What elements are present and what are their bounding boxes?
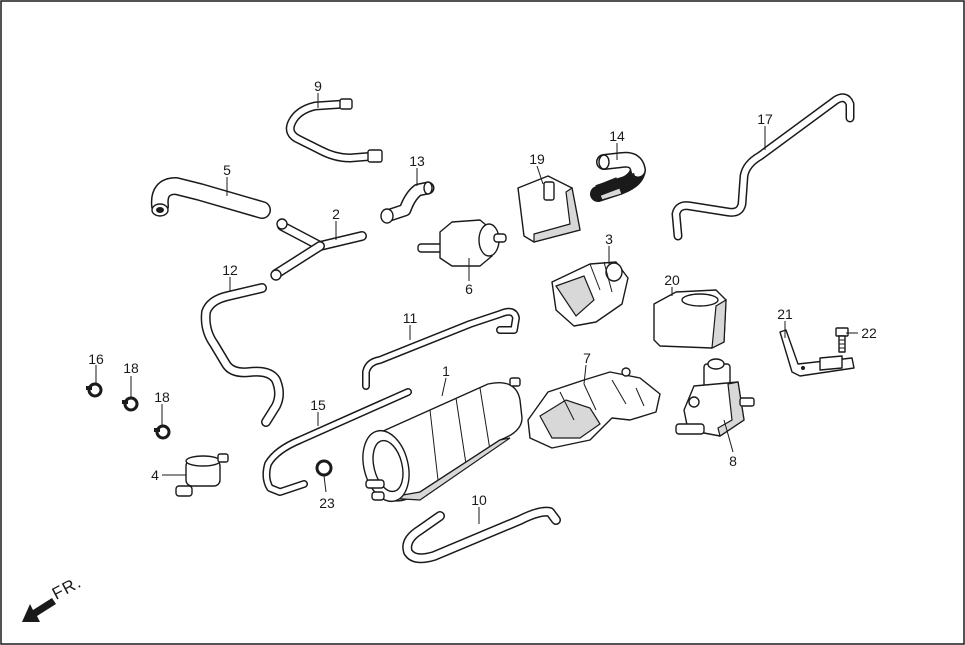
part-12-hose: [200, 283, 284, 427]
callout-11: 11: [403, 310, 418, 326]
callout-19: 19: [529, 151, 545, 167]
callout-17: 17: [757, 111, 773, 127]
callout-15: 15: [310, 397, 326, 413]
leader-lines: [95, 93, 858, 524]
callout-20: 20: [664, 272, 680, 288]
callout-22: 22: [861, 325, 877, 341]
front-arrow-icon: [22, 598, 56, 622]
callout-9: 9: [314, 78, 322, 94]
callout-13: 13: [409, 153, 425, 169]
callout-21: 21: [777, 306, 793, 322]
callout-18-a: 18: [123, 360, 139, 376]
part-14-hose: [590, 151, 646, 202]
part-16-clamp: [86, 382, 103, 398]
part-4-valve: [175, 453, 229, 497]
part-1-canister: [362, 377, 523, 503]
front-label: FR.: [49, 572, 85, 603]
callout-6: 6: [465, 281, 473, 297]
callout-4: 4: [151, 467, 159, 483]
callout-1: 1: [442, 363, 450, 379]
callout-10: 10: [471, 492, 487, 508]
part-18-clamp-a: [122, 396, 139, 412]
part-10-hose: [402, 506, 561, 564]
front-direction-indicator: FR.: [22, 572, 85, 622]
part-3-cover: [551, 261, 629, 327]
part-15-hose: [262, 388, 412, 496]
callout-16: 16: [88, 351, 104, 367]
part-20-block: [653, 289, 727, 350]
callout-8: 8: [729, 453, 737, 469]
part-8-valve: [675, 358, 755, 437]
part-9-hose: [285, 98, 383, 163]
part-2-y-pipe: [270, 218, 367, 281]
part-21-bracket: [779, 329, 855, 377]
part-23-clip: [315, 459, 333, 477]
callout-3: 3: [605, 231, 613, 247]
part-7-tray: [527, 367, 661, 449]
callout-labels: 9 5 2 13 19 14 17 6 3 12 20 11 21 22 7 1…: [88, 78, 877, 511]
part-13-elbow: [380, 181, 435, 224]
callout-2: 2: [332, 206, 340, 222]
part-22-bolt: [835, 327, 849, 353]
part-6-filter: [417, 219, 507, 267]
part-18-clamp-b: [154, 424, 171, 440]
part-17-hose: [671, 93, 855, 241]
callout-5: 5: [223, 162, 231, 178]
callout-7: 7: [583, 350, 591, 366]
callout-23: 23: [319, 495, 335, 511]
part-19-mount: [517, 175, 581, 243]
callout-18-b: 18: [154, 389, 170, 405]
callout-14: 14: [609, 128, 625, 144]
part-11-hose: [362, 307, 520, 390]
part-5-hose: [150, 177, 271, 219]
callout-12: 12: [222, 262, 238, 278]
